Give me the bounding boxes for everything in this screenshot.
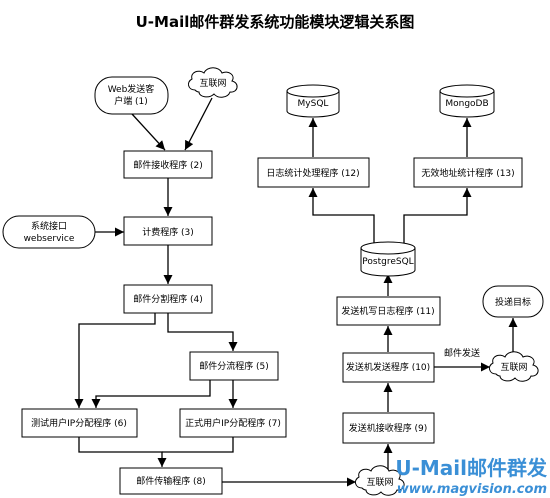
- distributor-label: 邮件分流程序 (5): [199, 360, 269, 372]
- cloud-internet-bottom: 互联网: [354, 465, 405, 496]
- target-label: 投递目标: [495, 296, 531, 308]
- log-stats-label: 日志统计处理程序 (12): [266, 167, 359, 179]
- node-distributor: 邮件分流程序 (5): [189, 351, 279, 381]
- node-billing: 计费程序 (3): [123, 216, 213, 246]
- mongodb-label: MongoDB: [445, 99, 488, 109]
- node-invalid-addr: 无效地址统计程序 (13): [413, 157, 523, 188]
- db-postgresql: PostgreSQL: [360, 241, 416, 277]
- interface-line-1: 系统接口: [31, 220, 67, 232]
- edge-webclient-receiver: [131, 113, 166, 151]
- web-client-line-1: Web发送客: [108, 83, 155, 95]
- edge-testip-transfer: [78, 437, 167, 467]
- web-client-line-2: 户端 (1): [114, 95, 148, 107]
- internet-top-label: 互联网: [199, 78, 226, 89]
- sender-log-label: 发送机写日志程序 (11): [341, 305, 434, 317]
- node-splitter: 邮件分割程序 (4): [123, 284, 213, 314]
- node-log-stats: 日志统计处理程序 (12): [257, 157, 370, 188]
- db-mysql: MySQL: [286, 84, 340, 118]
- test-ip-label: 测试用户IP分配程序 (6): [31, 417, 127, 429]
- diagram-title: U-Mail邮件群发系统功能模块逻辑关系图: [136, 13, 415, 31]
- edges: [74, 97, 518, 487]
- interface-line-2: webservice: [24, 234, 75, 244]
- edge-formalip-transfer: [162, 437, 234, 453]
- edge-label-mail-send: 邮件发送: [444, 347, 480, 359]
- billing-label: 计费程序 (3): [142, 226, 194, 238]
- postgresql-label: PostgreSQL: [362, 257, 413, 267]
- edge-splitter-testip: [74, 313, 156, 408]
- mysql-label: MySQL: [298, 99, 329, 109]
- formal-ip-label: 正式用户IP分配程序 (7): [185, 417, 281, 429]
- edge-distributor-testip: [91, 380, 211, 408]
- db-mongodb: MongoDB: [439, 84, 495, 118]
- node-target: 投递目标: [482, 285, 544, 318]
- node-sender-log: 发送机写日志程序 (11): [336, 296, 441, 326]
- node-transfer: 邮件传输程序 (8): [119, 467, 223, 495]
- receiver-label: 邮件接收程序 (2): [133, 159, 203, 171]
- edge-internet-receiver: [184, 97, 213, 151]
- node-web-client: Web发送客 户端 (1): [94, 76, 169, 115]
- transfer-label: 邮件传输程序 (8): [136, 475, 206, 487]
- cloud-internet-right: 互联网: [488, 351, 539, 382]
- sender-send-label: 发送机发送程序 (10): [346, 361, 430, 373]
- cloud-internet-top: 互联网: [187, 67, 238, 98]
- node-system-interface: 系统接口 webservice: [2, 215, 96, 249]
- sender-receiver-label: 发送机接收程序 (9): [349, 422, 428, 434]
- node-receiver: 邮件接收程序 (2): [123, 150, 213, 179]
- node-sender-send: 发送机发送程序 (10): [342, 352, 435, 383]
- edge-postgres-logstats: [308, 188, 375, 246]
- node-formal-ip: 正式用户IP分配程序 (7): [179, 408, 287, 438]
- splitter-label: 邮件分割程序 (4): [133, 293, 203, 305]
- watermark-brand: U-Mail邮件群发: [395, 456, 548, 480]
- node-sender-receiver: 发送机接收程序 (9): [342, 412, 435, 444]
- internet-right-label: 互联网: [500, 362, 527, 373]
- watermark-url: www.magvision.com: [397, 482, 547, 497]
- invalid-addr-label: 无效地址统计程序 (13): [421, 167, 514, 179]
- internet-bottom-label: 互联网: [366, 477, 393, 488]
- node-test-ip: 测试用户IP分配程序 (6): [21, 408, 138, 438]
- edge-splitter-distributor: [167, 313, 238, 351]
- edge-postgres-invalid: [403, 188, 472, 246]
